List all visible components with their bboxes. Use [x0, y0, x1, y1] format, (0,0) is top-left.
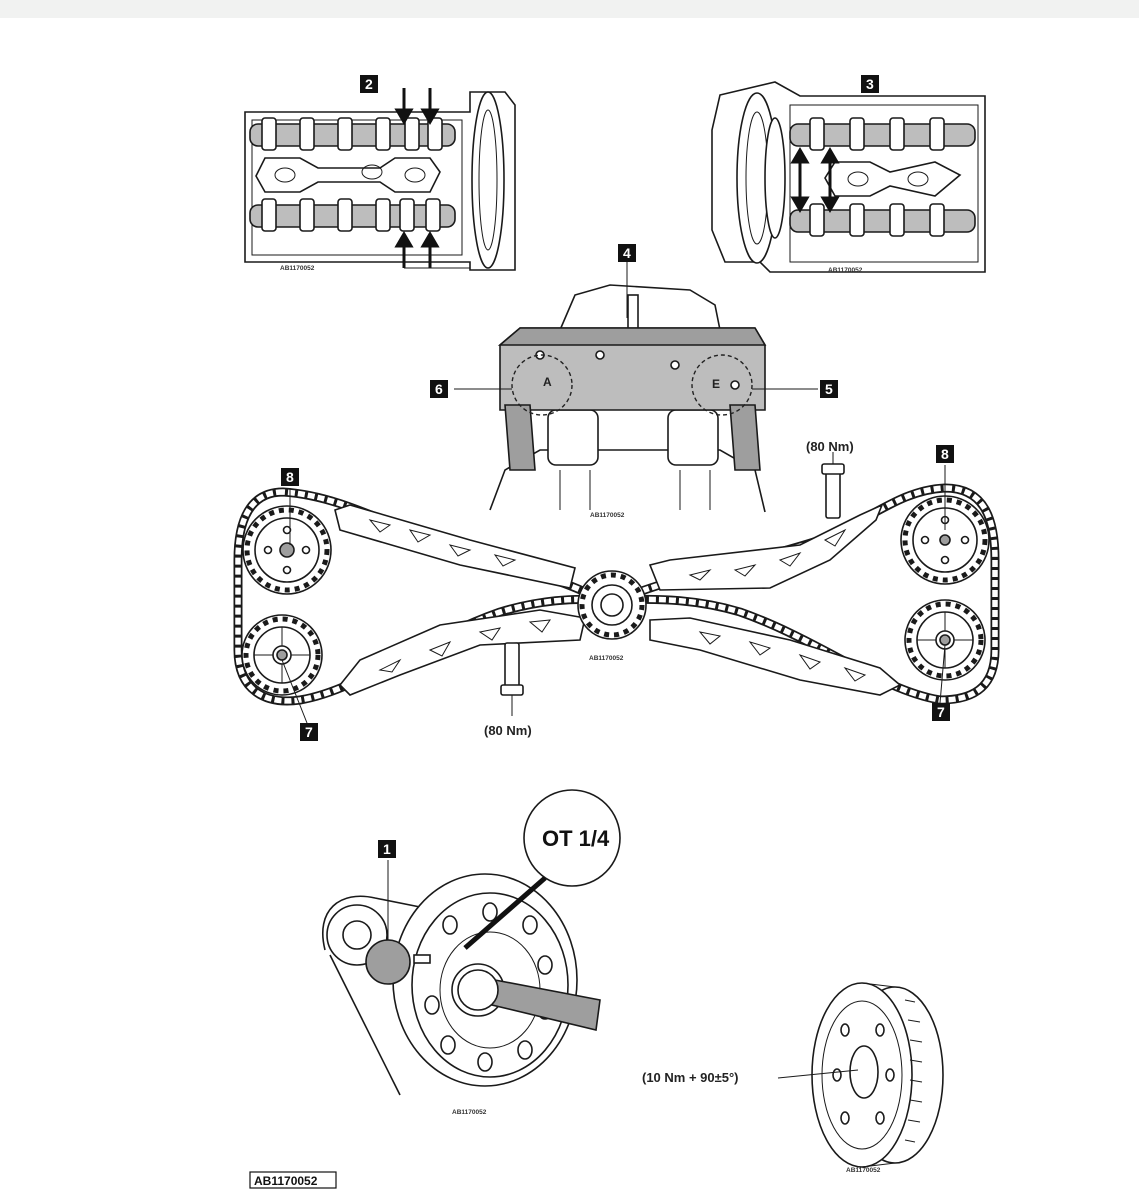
callout-8-right: 8	[936, 445, 954, 463]
callout-4: 4	[618, 244, 636, 262]
svg-text:2: 2	[365, 76, 373, 92]
torque-tensioner-bottom: (80 Nm)	[484, 723, 532, 738]
callout-1: 1	[378, 840, 396, 858]
fig4-code: AB1170052	[590, 512, 625, 519]
timing-chain-assembly	[233, 452, 1000, 724]
svg-text:8: 8	[941, 446, 949, 462]
svg-text:5: 5	[825, 381, 833, 397]
callout-7-right: 7	[932, 703, 950, 721]
crankshaft-pulley-tdc	[322, 789, 621, 1096]
svg-text:AB1170052: AB1170052	[254, 1174, 318, 1188]
svg-text:7: 7	[937, 704, 945, 720]
torque-pulley-bolt: (10 Nm + 90±5°)	[642, 1070, 739, 1085]
callout-6: 6	[430, 380, 448, 398]
callout-5: 5	[820, 380, 838, 398]
mark-e: E	[712, 377, 720, 391]
fig3-code: AB1170052	[828, 267, 863, 274]
svg-text:3: 3	[866, 76, 874, 92]
callout-7-left: 7	[300, 723, 318, 741]
crank-code: AB1170052	[452, 1109, 487, 1116]
mark-a: A	[543, 375, 552, 389]
cylinder-head-left	[244, 88, 516, 271]
callout-2: 2	[360, 75, 378, 93]
torque-tensioner-top: (80 Nm)	[806, 439, 854, 454]
tdc-mark: OT 1/4	[542, 826, 610, 851]
cylinder-head-right	[711, 81, 986, 273]
chain-code: AB1170052	[589, 655, 624, 662]
svg-text:4: 4	[623, 245, 631, 261]
top-strip	[0, 0, 1139, 18]
callout-3: 3	[861, 75, 879, 93]
fig2-code: AB1170052	[280, 265, 315, 272]
svg-text:8: 8	[286, 469, 294, 485]
svg-text:1: 1	[383, 841, 391, 857]
svg-text:7: 7	[305, 724, 313, 740]
figure-reference: AB1170052	[249, 1171, 337, 1189]
camshaft-locking-tool	[454, 262, 818, 513]
callout-8-left: 8	[281, 468, 299, 486]
vibration-damper-pulley	[777, 982, 944, 1168]
svg-text:6: 6	[435, 381, 443, 397]
pulley-code: AB1170052	[846, 1167, 881, 1174]
